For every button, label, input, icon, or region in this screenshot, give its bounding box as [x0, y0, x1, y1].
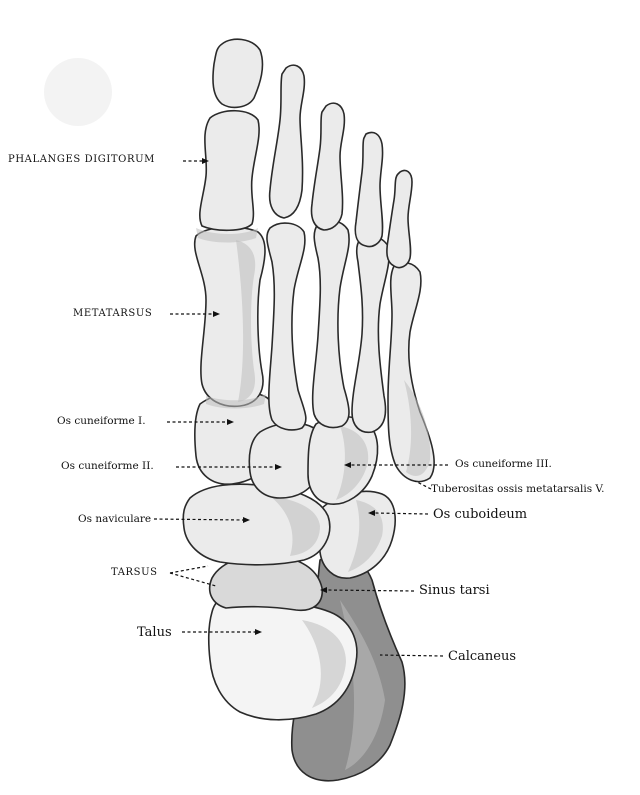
label-phalanges-digitorum: PHALANGES DIGITORUM [8, 154, 155, 165]
cuneiforme-2-arrowhead [275, 464, 282, 470]
cuneiform-2-bone [248, 422, 323, 499]
label-calcaneus: Calcaneus [448, 649, 516, 664]
paper-smudge [44, 58, 112, 126]
naviculare-arrowhead [243, 517, 250, 523]
metatarsus-arrowhead [213, 311, 220, 317]
label-os-cuboideum: Os cuboideum [433, 507, 528, 522]
toe-4-phalanges [354, 131, 384, 248]
toe-5-phalanges [386, 169, 413, 269]
metatarsal-3-bone [311, 219, 350, 429]
metatarsal-4-bone [351, 235, 390, 434]
label-os-cuneiforme-1: Os cuneiforme I. [57, 415, 146, 427]
label-talus: Talus [137, 625, 172, 640]
label-os-naviculare: Os naviculare [78, 513, 152, 525]
label-sinus-tarsi: Sinus tarsi [419, 583, 490, 598]
label-metatarsus: METATARSUS [73, 308, 153, 319]
sinus-tarsi-leader [325, 589, 415, 592]
toe-2-phalanges [268, 64, 306, 219]
talus-arrowhead [255, 629, 262, 635]
label-os-cuneiforme-2: Os cuneiforme II. [61, 460, 154, 472]
sinus-tarsi-arrowhead [320, 587, 327, 593]
cuboideum-arrowhead [368, 510, 375, 516]
tarsus-leader-lower [169, 572, 217, 587]
label-os-cuneiforme-3: Os cuneiforme III. [455, 458, 552, 470]
phalanges-arrowhead [202, 158, 209, 164]
hallux-distal-phalanx [212, 38, 264, 109]
toe-3-phalanges [310, 102, 346, 231]
metatarsal-2-bone [266, 222, 307, 431]
tuberositas-leader [414, 480, 432, 490]
label-tuberositas-metatarsalis: Tuberositas ossis metatarsalis V. [431, 483, 605, 495]
naviculare-leader [153, 518, 245, 521]
cuboideum-leader [373, 512, 429, 515]
cuneiforme-1-arrowhead [227, 419, 234, 425]
tarsus-leader-upper [169, 565, 209, 574]
hallux-proximal-phalanx [199, 109, 260, 232]
cuneiforme-3-arrowhead [344, 462, 351, 468]
label-tarsus: TARSUS [111, 567, 158, 578]
